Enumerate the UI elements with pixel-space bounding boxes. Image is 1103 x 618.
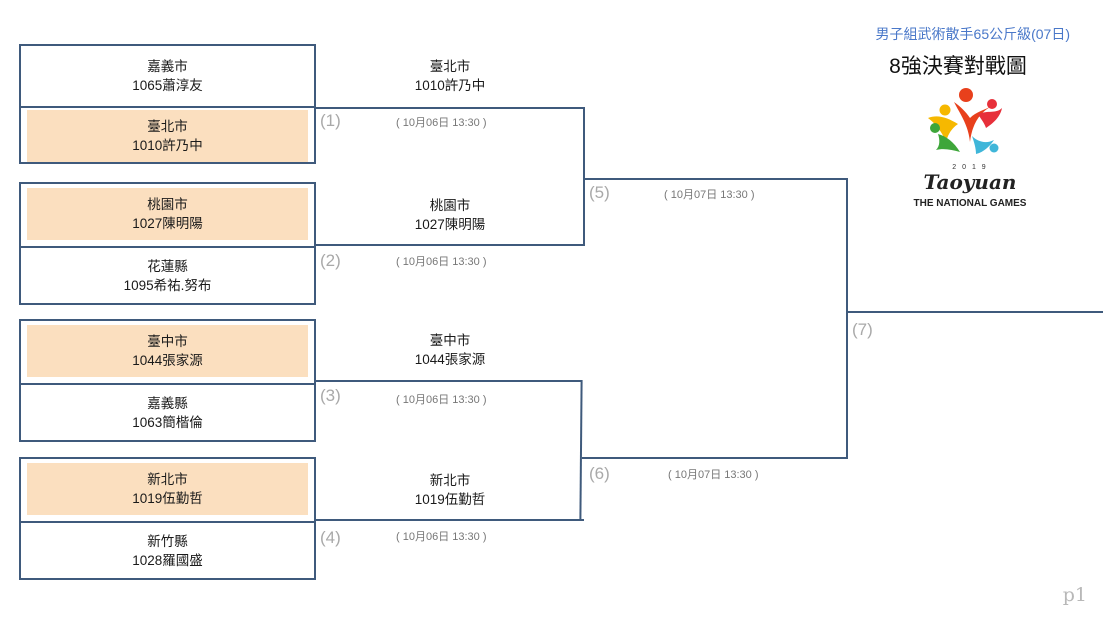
bracket-line (316, 519, 584, 521)
competitor-city: 臺中市 (147, 334, 188, 349)
match-number: (7) (852, 320, 873, 339)
bracket-line (582, 457, 847, 459)
competitor-name: 1065蕭淳友 (132, 78, 203, 93)
competitor-city: 臺北市 (147, 119, 188, 134)
competitor-city: 臺中市 (429, 333, 471, 348)
competitor-city: 新北市 (147, 472, 188, 487)
match-time: ( 10月07日 13:30 ) (668, 469, 759, 481)
competitor-name: 1063簡楷倫 (132, 415, 203, 430)
competitor-slot: 嘉義市 1065蕭淳友 (27, 50, 308, 102)
bracket-line (316, 380, 581, 382)
competitor-name: 1027陳明陽 (414, 217, 486, 232)
advanced-competitor: 臺中市 1044張家源 (330, 331, 570, 369)
competitor-city: 桃園市 (429, 198, 471, 213)
page-number: p1 (1062, 584, 1087, 606)
competitor-city: 嘉義縣 (147, 396, 188, 411)
competitor-name: 1019伍勤哲 (414, 492, 486, 507)
winner-slot: 桃園市 1027陳明陽 (27, 188, 308, 240)
competitor-name: 1044張家源 (414, 352, 486, 367)
match-number: (1) (320, 111, 341, 130)
competitor-slot: 嘉義縣 1063簡楷倫 (27, 387, 308, 439)
match-time: ( 10月06日 13:30 ) (396, 256, 487, 268)
winner-slot: 新北市 1019伍勤哲 (27, 463, 308, 515)
match-1-box: 嘉義市 1065蕭淳友 臺北市 1010許乃中 (19, 44, 316, 164)
advanced-competitor: 臺北市 1010許乃中 (330, 57, 570, 95)
competitor-city: 花蓮縣 (147, 259, 188, 274)
match-time: ( 10月06日 13:30 ) (396, 394, 487, 406)
bracket-line (583, 107, 585, 246)
taoyuan-logo: 2 0 1 9 Taoyuan THE NATIONAL GAMES (900, 84, 1040, 214)
match-time: ( 10月07日 13:30 ) (664, 189, 755, 201)
match-number: (4) (320, 528, 341, 547)
logo-year: 2 0 1 9 (952, 164, 988, 171)
competitor-city: 嘉義市 (147, 59, 188, 74)
competitor-slot: 新竹縣 1028羅國盛 (27, 525, 308, 577)
match-4-box: 新北市 1019伍勤哲 新竹縣 1028羅國盛 (19, 457, 316, 580)
event-subtitle: 男子組武術散手65公斤級(07日) (875, 26, 1070, 42)
bracket-title: 8強決賽對戰圖 (889, 55, 1027, 78)
bracket-line (316, 107, 584, 109)
winner-slot: 臺中市 1044張家源 (27, 325, 308, 377)
advanced-competitor: 新北市 1019伍勤哲 (330, 471, 570, 509)
bracket-line (579, 380, 583, 520)
competitor-city: 臺北市 (429, 59, 471, 74)
match-time: ( 10月06日 13:30 ) (396, 117, 487, 129)
competitor-city: 新竹縣 (147, 534, 188, 549)
match-time: ( 10月06日 13:30 ) (396, 531, 487, 543)
competitor-name: 1019伍勤哲 (132, 491, 203, 506)
competitor-city: 新北市 (429, 473, 471, 488)
bracket-line (847, 311, 1103, 313)
logo-wordmark: Taoyuan (923, 170, 1017, 194)
competitor-name: 1095希祐.努布 (123, 278, 212, 293)
games-emblem-icon (928, 88, 1002, 154)
match-2-box: 桃園市 1027陳明陽 花蓮縣 1095希祐.努布 (19, 182, 316, 305)
match-3-box: 臺中市 1044張家源 嘉義縣 1063簡楷倫 (19, 319, 316, 442)
competitor-city: 桃園市 (147, 197, 188, 212)
bracket-line (584, 178, 847, 180)
competitor-slot: 花蓮縣 1095希祐.努布 (27, 250, 308, 302)
bracket-line (846, 178, 848, 459)
match-number: (3) (320, 386, 341, 405)
competitor-name: 1010許乃中 (414, 78, 486, 93)
competitor-name: 1028羅國盛 (132, 553, 203, 568)
bracket-line (316, 244, 584, 246)
competitor-name: 1010許乃中 (132, 138, 203, 153)
advanced-competitor: 桃園市 1027陳明陽 (330, 196, 570, 234)
match-number: (2) (320, 251, 341, 270)
competitor-name: 1027陳明陽 (132, 216, 203, 231)
logo-tagline: THE NATIONAL GAMES (913, 198, 1027, 209)
match-number: (5) (589, 183, 610, 202)
competitor-name: 1044張家源 (132, 353, 203, 368)
winner-slot: 臺北市 1010許乃中 (27, 110, 308, 162)
match-number: (6) (589, 464, 610, 483)
